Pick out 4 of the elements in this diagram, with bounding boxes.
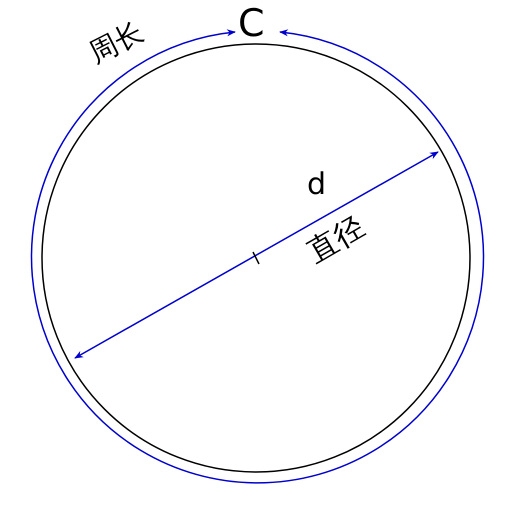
dimension-label: 直径 [303, 212, 370, 268]
dimension-label: C [238, 4, 265, 42]
dimension-label: 周长 [85, 18, 148, 68]
dimension-label: d [307, 170, 326, 200]
